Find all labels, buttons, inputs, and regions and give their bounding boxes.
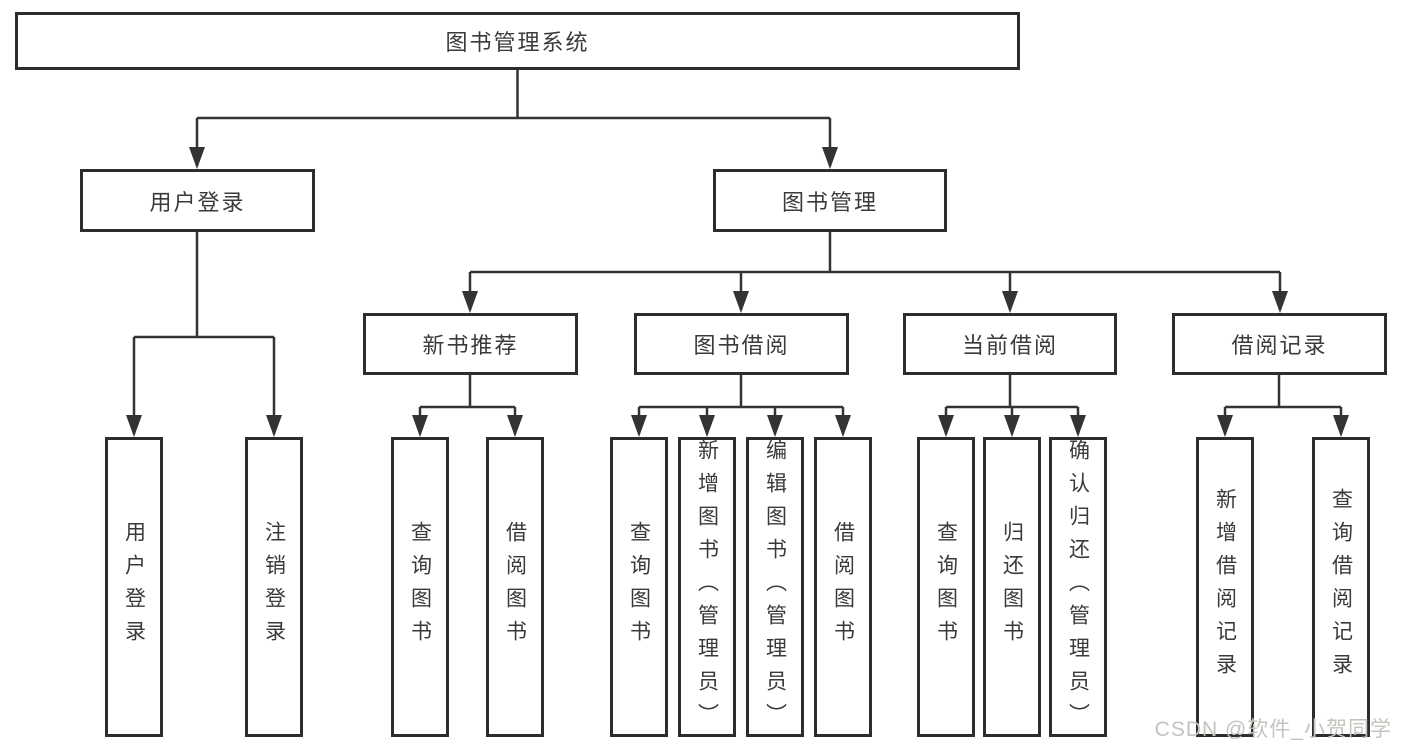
leaf-recommend-borrow-books-label: 借阅图书 — [503, 521, 527, 653]
leaf-recommend-query-books: 查询图书 — [391, 437, 449, 737]
leaf-query-borrow-record-label: 查询借阅记录 — [1329, 488, 1353, 686]
leaf-recommend-borrow-books: 借阅图书 — [486, 437, 544, 737]
node-borrow-records-label: 借阅记录 — [1231, 333, 1328, 358]
leaf-return-books: 归还图书 — [983, 437, 1041, 737]
node-book-borrow-label: 图书借阅 — [693, 333, 790, 358]
leaf-add-books-admin: 新增图书（管理员） — [678, 437, 736, 737]
leaf-confirm-return-admin: 确认归还（管理员） — [1049, 437, 1107, 737]
node-book-borrow: 图书借阅 — [634, 313, 849, 375]
node-root-system: 图书管理系统 — [15, 12, 1020, 70]
node-borrow-records: 借阅记录 — [1172, 313, 1387, 375]
leaf-borrow-query-books: 查询图书 — [610, 437, 668, 737]
leaf-recommend-query-books-label: 查询图书 — [408, 521, 432, 653]
leaf-query-borrow-record: 查询借阅记录 — [1312, 437, 1370, 737]
leaf-logout: 注销登录 — [245, 437, 303, 737]
leaf-borrow-query-books-label: 查询图书 — [627, 521, 651, 653]
node-current-borrow-label: 当前借阅 — [961, 333, 1058, 358]
node-user-login-label: 用户登录 — [149, 189, 246, 215]
leaf-add-borrow-record: 新增借阅记录 — [1196, 437, 1254, 737]
leaf-borrow-books-label: 借阅图书 — [831, 521, 855, 653]
node-current-borrow: 当前借阅 — [903, 313, 1117, 375]
leaf-user-login-label: 用户登录 — [122, 521, 146, 653]
leaf-edit-books-admin-label: 编辑图书（管理员） — [763, 438, 787, 736]
leaf-borrow-books: 借阅图书 — [814, 437, 872, 737]
node-new-book-recommend-label: 新书推荐 — [422, 333, 519, 358]
leaf-add-books-admin-label: 新增图书（管理员） — [695, 438, 719, 736]
node-root-label: 图书管理系统 — [445, 30, 590, 55]
leaf-user-login: 用户登录 — [105, 437, 163, 737]
node-book-management-label: 图书管理 — [781, 189, 878, 215]
leaf-logout-label: 注销登录 — [262, 521, 286, 653]
node-user-login: 用户登录 — [80, 169, 315, 232]
leaf-current-query-books: 查询图书 — [917, 437, 975, 737]
leaf-return-books-label: 归还图书 — [1000, 521, 1024, 653]
leaf-add-borrow-record-label: 新增借阅记录 — [1213, 488, 1237, 686]
csdn-watermark: CSDN @软件_小贺同学 — [1154, 718, 1392, 741]
node-new-book-recommend: 新书推荐 — [363, 313, 578, 375]
leaf-confirm-return-admin-label: 确认归还（管理员） — [1066, 438, 1090, 736]
leaf-current-query-books-label: 查询图书 — [934, 521, 958, 653]
node-book-management: 图书管理 — [713, 169, 947, 232]
leaf-edit-books-admin: 编辑图书（管理员） — [746, 437, 804, 737]
